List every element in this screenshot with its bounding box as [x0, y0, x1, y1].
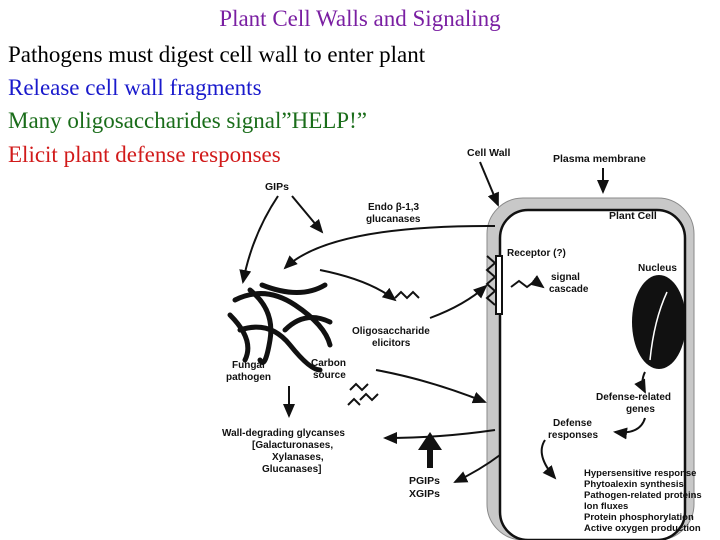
label-fungal: Fungal	[232, 360, 265, 371]
label-defense-genes: Defense-related	[596, 392, 671, 403]
arrow-gips-to-pathogen	[239, 195, 279, 284]
label-gips: GIPs	[265, 181, 289, 193]
bullet-pathogens: Pathogens must digest cell wall to enter…	[8, 42, 426, 67]
label-wdg-xylanases: Xylanases,	[272, 452, 324, 463]
defense-response-list: Hypersensitive response Phytoalexin synt…	[584, 468, 702, 534]
label-receptor: Receptor (?)	[507, 248, 566, 259]
arrow-pathogen-to-oligo	[319, 269, 397, 302]
arrow-membrane-to-wdg	[383, 429, 496, 444]
arrow-carbon	[375, 369, 487, 404]
label-xgips: XGIPs	[409, 488, 440, 500]
nucleus-shape	[632, 275, 686, 369]
label-oligosaccharide: Oligosaccharide	[352, 326, 430, 337]
label-elicitors: elicitors	[372, 338, 411, 349]
arrow-gips	[291, 195, 324, 234]
bullet-defense: Elicit plant defense responses	[8, 142, 281, 167]
bullet-oligosaccharides: Many oligosaccharides signal”HELP!”	[8, 108, 367, 133]
label-source: source	[313, 370, 346, 381]
bullet-fragments: Release cell wall fragments	[8, 75, 262, 100]
arrow-glucanases	[283, 224, 496, 270]
arrow-cellwall-label	[479, 161, 499, 207]
label-cascade: cascade	[549, 284, 589, 295]
label-plasma-membrane: Plasma membrane	[553, 153, 646, 165]
label-plant-cell: Plant Cell	[609, 210, 657, 222]
arrow-responses-out	[540, 439, 557, 480]
label-nucleus: Nucleus	[638, 263, 677, 274]
arrow-cell-to-pgips	[453, 454, 501, 483]
response-item: Phytoalexin synthesis	[584, 479, 684, 490]
response-item: Ion fluxes	[584, 501, 628, 512]
label-pgips: PGIPs	[409, 475, 440, 487]
fungal-pathogen-hyphae	[227, 282, 333, 373]
slide-title: Plant Cell Walls and Signaling	[219, 6, 501, 31]
arrow-nucleus-to-genes	[634, 371, 646, 394]
response-item: Protein phosphorylation	[584, 512, 694, 523]
label-wdg-glucanases: Glucanases]	[262, 464, 321, 475]
label-endo: Endo β-1,3	[368, 202, 420, 213]
response-item: Hypersensitive response	[584, 468, 696, 479]
arrow-oligo-to-receptor	[429, 284, 488, 319]
label-carbon: Carbon	[311, 358, 346, 369]
label-pathogen: pathogen	[226, 372, 271, 383]
label-wdg-galacturonases: [Galacturonases,	[252, 440, 333, 451]
label-cell-wall: Cell Wall	[467, 147, 510, 159]
label-defense: Defense	[553, 418, 592, 429]
label-genes: genes	[626, 404, 655, 415]
response-item: Active oxygen production	[584, 523, 701, 534]
label-wdg-title: Wall-degrading glycanses	[222, 428, 345, 439]
label-responses: responses	[548, 430, 598, 441]
label-glucanases: glucanases	[366, 214, 421, 225]
label-signal: signal	[551, 272, 580, 283]
receptor-bar	[495, 255, 503, 315]
response-item: Pathogen-related proteins	[584, 490, 702, 501]
receptor-zigzag	[485, 255, 497, 306]
arrow-genes-to-responses	[613, 417, 646, 440]
